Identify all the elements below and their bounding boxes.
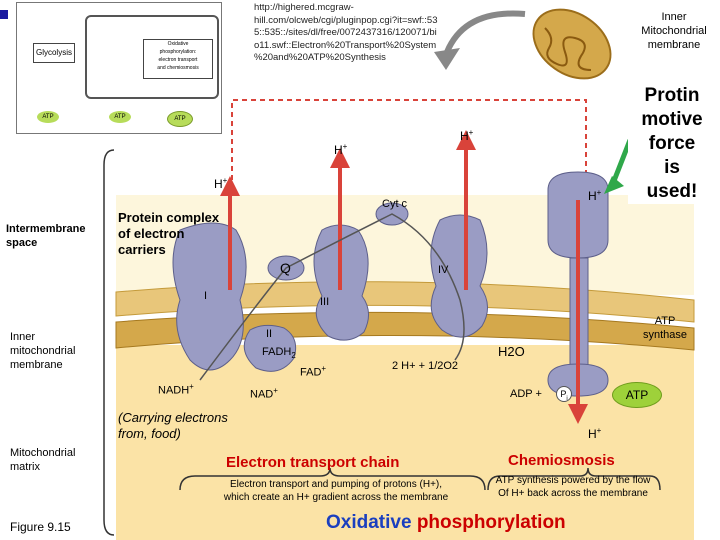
h-plus-label-4: H+: [588, 188, 602, 203]
proton-flow-dashed: [231, 99, 587, 180]
overview-oxphos-box: Oxidative phosphorylation: electron tran…: [143, 39, 213, 79]
pi-circle: Pi: [556, 386, 572, 402]
overview-loop-outline: [85, 15, 219, 99]
animation-link[interactable]: http://highered.mcgraw- hill.com/olcweb/…: [254, 2, 438, 65]
intermembrane-space-label: Intermembrane space: [6, 223, 86, 249]
complex-iii-label: III: [320, 296, 330, 308]
url-line: o11.swf::Electron%20Transport%20System: [254, 39, 437, 51]
h-plus-label-2: H+: [334, 142, 348, 157]
url-line: 5::535::/sites/dl/free/0072437316/120071…: [254, 27, 437, 38]
overview-oxphos-line: Oxidative: [167, 41, 189, 47]
overview-atp-1: ATP: [37, 111, 59, 123]
complex-i-label: I: [204, 290, 208, 302]
figure-label: Figure 9.15: [10, 520, 71, 534]
url-line: %20and%20ATP%20Synthesis: [254, 52, 386, 63]
chemi-bracket: [487, 467, 661, 491]
chemiosmosis-title: Chemiosmosis: [508, 452, 615, 469]
adp-label: ADP +: [510, 388, 542, 400]
proton-motive-callout: Protin motive force is used!: [628, 84, 716, 204]
atp-synthase-label: ATP synthase: [642, 315, 688, 341]
h2o-label: H2O: [498, 344, 525, 359]
complex-ii-shape: [243, 324, 297, 372]
protein-complex-label: Protein complex of electron carriers: [118, 210, 220, 257]
h-plus-label-1: H+: [214, 176, 228, 191]
membrane-outer-layer: [115, 281, 695, 323]
etc-bracket: [179, 467, 486, 491]
nadh-label: NADH+: [158, 382, 194, 397]
complex-iv-shape: [430, 214, 488, 338]
mitochondrion-cristae: [544, 27, 592, 71]
pmf-arrowhead: [604, 176, 624, 194]
url-line: hill.com/olcweb/cgi/pluginpop.cgi?it=swf…: [254, 14, 438, 26]
complex-ii-label: II: [266, 328, 273, 340]
q-label: Q: [280, 260, 291, 276]
h-plus-label-3: H+: [460, 128, 474, 143]
atp-product: ATP: [612, 382, 662, 408]
overview-oxphos-line: electron transport: [158, 57, 198, 63]
etc-title: Electron transport chain: [226, 454, 400, 471]
matrix-label: Mitochondrial matrix: [10, 447, 76, 473]
complex-i-shape: [172, 222, 247, 371]
nad-label: NAD+: [250, 386, 278, 401]
url-line: http://highered.mcgraw-: [254, 2, 354, 13]
mito-membrane-label: Inner Mitochondrial membrane: [641, 11, 707, 51]
complex-iv-label: IV: [438, 264, 449, 276]
overview-atp-3: ATP: [167, 111, 193, 127]
h-plus-label-5: H+: [588, 426, 602, 441]
water-equation-label: 2 H+ + 1/2O2: [392, 360, 459, 372]
overview-atp-2: ATP: [109, 111, 131, 123]
electron-path: [199, 213, 465, 381]
inner-membrane-label: Inner mitochondrial membrane: [10, 331, 76, 371]
etc-description: Electron transport and pumping of proton…: [223, 479, 449, 503]
region-bracket: [103, 149, 115, 536]
pmf-arrow: [609, 139, 633, 187]
fad-label: FAD+: [300, 364, 327, 379]
overview-thumbnail: Glycolysis Oxidative phosphorylation: el…: [16, 2, 222, 134]
overview-glycolysis-label: Glycolysis: [35, 48, 72, 57]
overview-oxphos-line: phosphorylation:: [159, 49, 197, 55]
callout-arrow: [444, 10, 526, 54]
chemiosmosis-description: ATP synthesis powered by the flow Of H+ …: [495, 475, 651, 499]
callout-arrowhead: [434, 48, 460, 70]
fadh2-label: FADH2: [262, 346, 296, 361]
oxphos-title: Oxidative phosphorylation: [326, 512, 566, 533]
cyt-c-label: Cyt c: [382, 198, 408, 210]
overview-oxphos-line: and chemiosmosis: [157, 65, 199, 71]
slide-bullet: [0, 10, 8, 19]
carrying-electrons-label: (Carrying electrons from, food): [118, 410, 228, 441]
overview-glycolysis-box: Glycolysis: [33, 43, 75, 63]
